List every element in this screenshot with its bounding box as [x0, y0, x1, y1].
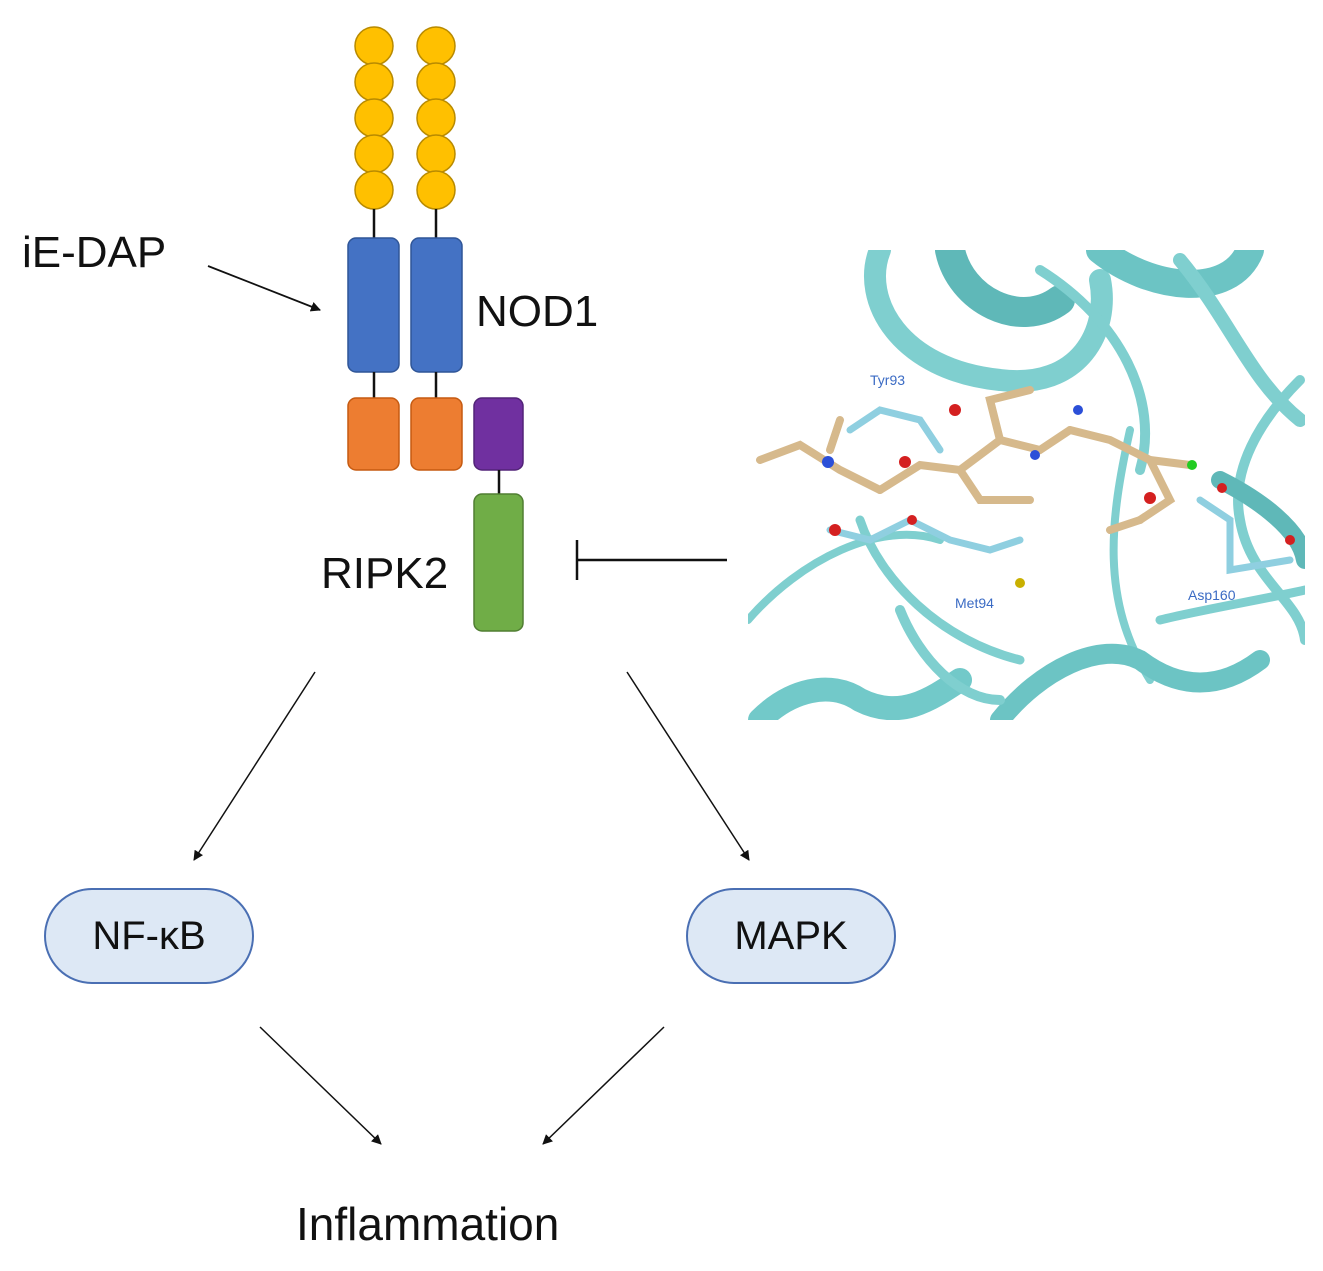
arrow-nfkb-to-inflammation: [259, 1026, 382, 1145]
inhibition-line: [575, 540, 727, 580]
mapk-node: MAPK: [686, 888, 896, 984]
card-domain-right: [410, 397, 463, 471]
ripk2-kinase-domain: [473, 493, 524, 632]
arrow-to-mapk: [626, 671, 750, 861]
ligand-arrow: [207, 265, 321, 312]
nbd-domain-right: [410, 237, 463, 373]
inflammation-label: Inflammation: [296, 1198, 560, 1250]
card-domain-left: [347, 397, 400, 471]
nod1-monomer-right: [410, 26, 463, 471]
lrr-domain-right: [416, 26, 456, 210]
receptor-label: NOD1: [476, 287, 599, 336]
arrow-mapk-to-inflammation: [542, 1026, 665, 1145]
residue-label-asp160: Asp160: [1188, 587, 1236, 603]
ligand-label: iE-DAP: [22, 228, 167, 277]
arrow-to-nfkb: [193, 671, 316, 861]
lrr-domain-left: [354, 26, 394, 210]
residue-label-met94: Met94: [955, 595, 994, 611]
ripk2-protein: [473, 397, 524, 632]
residue-label-tyr93: Tyr93: [870, 372, 905, 388]
ripk2-card-domain: [473, 397, 524, 471]
kinase-label: RIPK2: [321, 549, 449, 598]
docking-structure-image: Tyr93 Met94 Asp160: [748, 250, 1305, 720]
nod1-monomer-left: [347, 26, 400, 471]
nfkb-node: NF-κB: [44, 888, 254, 984]
nbd-domain-left: [347, 237, 400, 373]
